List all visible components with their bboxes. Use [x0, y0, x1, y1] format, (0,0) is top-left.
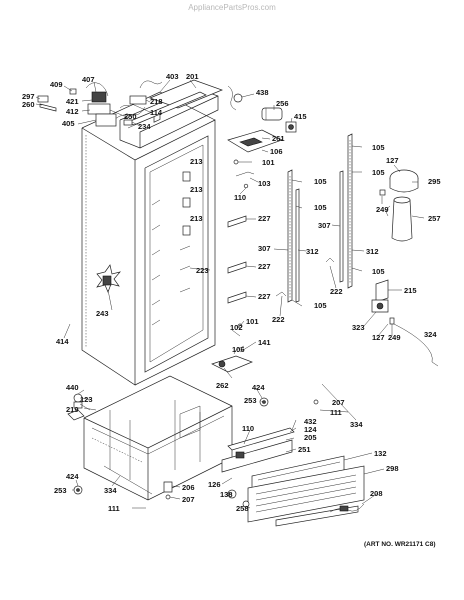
label-307-right: 307 — [318, 221, 331, 230]
label-215: 215 — [404, 286, 417, 295]
label-101-mid: 101 — [246, 317, 259, 326]
lower-left-parts — [73, 465, 173, 509]
label-223: 223 — [196, 266, 209, 275]
label-106-mid: 106 — [232, 345, 245, 354]
top-control-parts — [37, 79, 223, 127]
machine-compartment — [67, 375, 233, 501]
label-253-left: 253 — [54, 486, 67, 495]
label-323: 323 — [352, 323, 365, 332]
label-298: 298 — [386, 464, 399, 473]
label-415: 415 — [294, 112, 307, 121]
label-260: 260 — [22, 100, 35, 109]
label-218: 218 — [150, 97, 163, 106]
label-312-right: 312 — [366, 247, 379, 256]
label-105-3: 105 — [314, 301, 327, 310]
label-251: 251 — [298, 445, 311, 454]
label-412: 412 — [66, 107, 79, 116]
label-421: 421 — [66, 97, 79, 106]
label-126: 126 — [208, 480, 221, 489]
label-424-right: 424 — [252, 383, 265, 392]
label-249-low: 249 — [388, 333, 401, 342]
label-253-right: 253 — [244, 396, 257, 405]
label-205: 205 — [304, 433, 317, 442]
label-307-left: 307 — [258, 244, 271, 253]
label-213-3: 213 — [190, 214, 203, 223]
label-227-2: 227 — [258, 262, 271, 271]
art-number: (ART NO. WR21171 C8) — [364, 541, 436, 548]
label-438: 438 — [256, 88, 269, 97]
label-132: 132 — [374, 449, 387, 458]
part-number-labels: 409 297 260 407 421 412 405 403 201 218 … — [22, 72, 441, 513]
label-208: 208 — [370, 489, 383, 498]
label-105-6: 105 — [372, 267, 385, 276]
label-110-low: 110 — [242, 424, 254, 433]
label-105-4: 105 — [372, 143, 385, 152]
label-256: 256 — [276, 99, 289, 108]
label-124: 124 — [304, 425, 317, 434]
label-261: 261 — [272, 134, 285, 143]
label-101-top: 101 — [262, 158, 275, 167]
middle-parts — [211, 323, 253, 373]
label-334-right: 334 — [350, 420, 363, 429]
label-262: 262 — [216, 381, 229, 390]
label-127-low: 127 — [372, 333, 385, 342]
label-234: 234 — [138, 122, 151, 131]
label-219: 219 — [66, 405, 79, 414]
shelf-brackets — [227, 215, 247, 304]
label-405: 405 — [62, 119, 75, 128]
label-249-top: 249 — [376, 205, 389, 214]
watermark: AppliancePartsPros.com — [188, 3, 276, 12]
label-106-top: 106 — [270, 147, 283, 156]
label-243: 243 — [96, 309, 109, 318]
label-213-1: 213 — [190, 157, 203, 166]
label-206: 206 — [182, 483, 195, 492]
label-227-1: 227 — [258, 214, 271, 223]
label-127-top: 127 — [386, 156, 399, 165]
label-312-left: 312 — [306, 247, 319, 256]
leader-lines — [35, 79, 425, 509]
label-297: 297 — [22, 92, 35, 101]
upper-right-parts — [227, 85, 297, 189]
label-257: 257 — [428, 214, 441, 223]
label-207-left: 207 — [182, 495, 195, 504]
label-403: 403 — [166, 72, 179, 81]
label-414: 414 — [56, 337, 69, 346]
label-258: 258 — [236, 504, 249, 513]
label-324: 324 — [424, 330, 437, 339]
label-213-2: 213 — [190, 185, 203, 194]
water-tank-parts — [379, 169, 419, 242]
label-111-left: 111 — [108, 504, 120, 513]
label-105-2: 105 — [314, 203, 327, 212]
label-103: 103 — [258, 179, 271, 188]
label-334-left: 334 — [104, 486, 117, 495]
label-201: 201 — [186, 72, 199, 81]
label-227-3: 227 — [258, 292, 271, 301]
label-432: 432 — [304, 417, 317, 426]
lower-right-parts — [371, 279, 439, 367]
label-440: 440 — [66, 383, 79, 392]
label-222-right: 222 — [330, 287, 343, 296]
label-424-left: 424 — [66, 472, 79, 481]
label-138: 138 — [220, 490, 233, 499]
vertical-rails — [275, 133, 353, 303]
label-409: 409 — [50, 80, 63, 89]
label-105-1: 105 — [314, 177, 327, 186]
label-407: 407 — [82, 75, 95, 84]
label-141: 141 — [258, 338, 271, 347]
bottom-grille-parts — [221, 383, 365, 527]
label-102: 102 — [230, 323, 243, 332]
cabinet-liner — [81, 87, 219, 386]
label-123: 123 — [80, 395, 93, 404]
label-222-left: 222 — [272, 315, 285, 324]
label-295: 295 — [428, 177, 441, 186]
label-250: 250 — [124, 112, 137, 121]
label-105-5: 105 — [372, 168, 385, 177]
label-207-right: 207 — [332, 398, 345, 407]
label-110-top: 110 — [234, 193, 246, 202]
label-111-right: 111 — [330, 408, 342, 417]
label-114: 114 — [150, 108, 163, 117]
